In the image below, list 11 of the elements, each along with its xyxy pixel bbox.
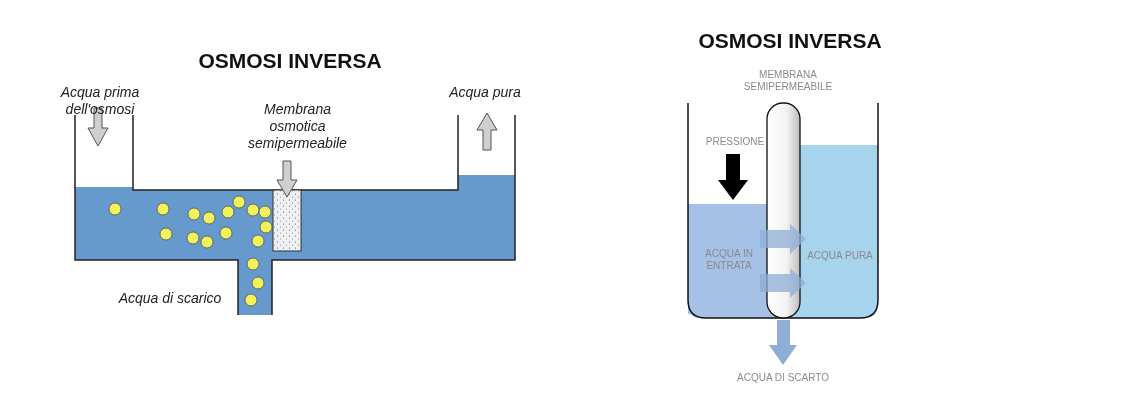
label: Acqua pura <box>449 84 521 100</box>
label: Membrana osmotica semipermeabile <box>248 101 347 151</box>
label: Acqua prima dell'osmosi <box>60 84 140 117</box>
label: PRESSIONE <box>705 136 765 147</box>
label: Acqua di scarico <box>118 290 222 306</box>
title: OSMOSI INVERSA <box>198 49 382 72</box>
title: OSMOSI INVERSA <box>698 29 882 52</box>
label: ACQUA PURA <box>807 250 873 261</box>
label: ACQUA DI SCARTO <box>737 372 829 383</box>
label: MEMBRANA SEMIPERMEABILE <box>743 69 833 92</box>
label: ACQUA IN ENTRATA <box>705 248 753 271</box>
